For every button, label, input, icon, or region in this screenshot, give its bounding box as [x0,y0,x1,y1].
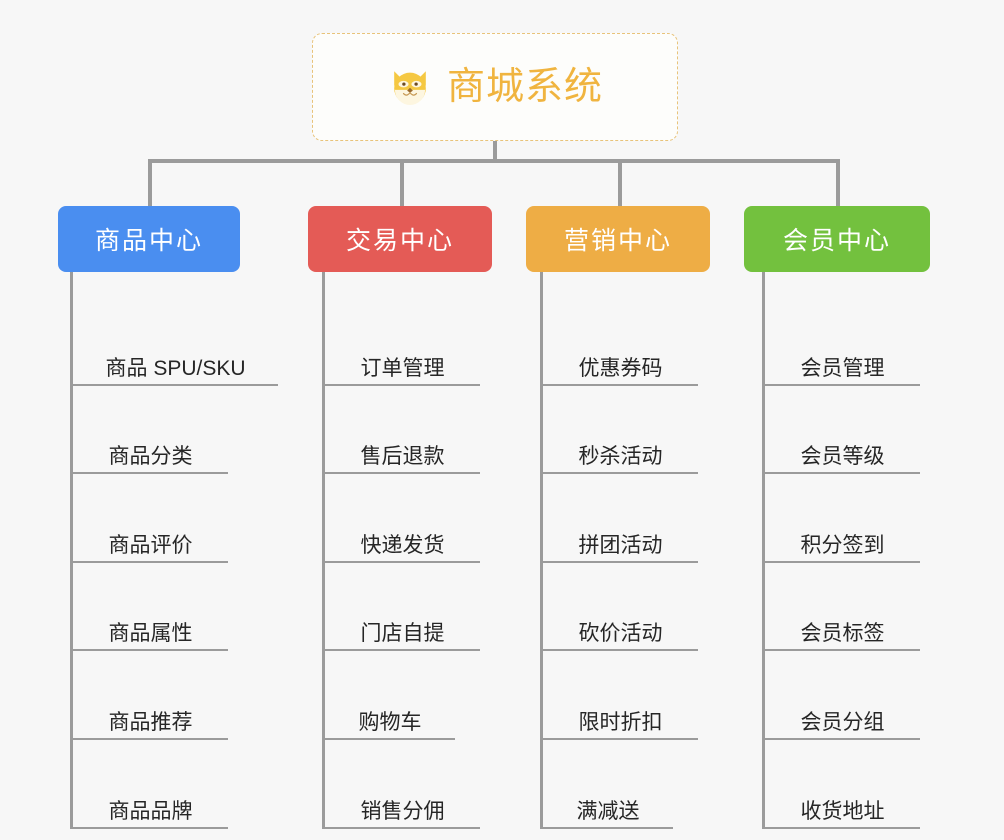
leaf-label: 拼团活动 [578,533,663,557]
leaf-item[interactable]: 拼团活动 [543,511,698,563]
branch-column-3: 优惠券码 秒杀活动 拼团活动 砍价活动 限时折扣 满减送 [540,272,700,829]
leaf-item[interactable]: 会员分组 [765,688,920,740]
leaf-item[interactable]: 商品属性 [73,599,228,651]
branch-label: 营销中心 [563,227,672,255]
leaf-label: 商品品牌 [108,799,193,823]
leaf-item[interactable]: 限时折扣 [543,688,698,740]
leaf-item[interactable]: 砍价活动 [543,599,698,651]
leaf-label: 商品属性 [108,621,193,645]
leaf-item[interactable]: 积分签到 [765,511,920,563]
leaf-item[interactable]: 销售分佣 [325,777,480,829]
leaf-item[interactable]: 商品评价 [73,511,228,563]
leaf-item[interactable]: 售后退款 [325,422,480,474]
leaf-label: 门店自提 [360,621,445,645]
leaf-item[interactable]: 会员等级 [765,422,920,474]
leaf-label: 商品 SPU/SKU [105,356,246,380]
leaf-item[interactable]: 商品分类 [73,422,228,474]
branch-column-2: 订单管理 售后退款 快递发货 门店自提 购物车 销售分佣 [322,272,482,829]
column-spine [540,272,543,829]
leaf-label: 积分签到 [800,533,885,557]
leaf-label: 购物车 [358,710,422,734]
leaf-label: 订单管理 [360,356,445,380]
branch-header-2[interactable]: 交易中心 [308,206,492,272]
leaf-label: 销售分佣 [360,799,445,823]
branch-column-4: 会员管理 会员等级 积分签到 会员标签 会员分组 收货地址 [762,272,922,829]
leaf-label: 快递发货 [360,533,445,557]
leaf-label: 会员等级 [800,444,885,468]
leaf-item[interactable]: 门店自提 [325,599,480,651]
connector-drop-3 [618,159,622,207]
leaf-label: 砍价活动 [578,621,663,645]
leaf-label: 会员管理 [800,356,885,380]
branch-header-1[interactable]: 商品中心 [58,206,240,272]
leaf-label: 优惠券码 [578,356,663,380]
leaf-label: 秒杀活动 [578,444,663,468]
column-spine [762,272,765,829]
branch-label: 会员中心 [782,227,891,255]
column-spine [322,272,325,829]
branch-label: 商品中心 [94,227,203,255]
leaf-item[interactable]: 商品品牌 [73,777,228,829]
connector-drop-2 [400,159,404,207]
connector-root-stem [493,141,497,163]
leaf-item[interactable]: 会员管理 [765,334,920,386]
leaf-item[interactable]: 快递发货 [325,511,480,563]
leaf-label: 满减送 [576,799,640,823]
leaf-label: 会员分组 [800,710,885,734]
root-node[interactable]: 商城系统 [312,33,678,141]
leaf-label: 收货地址 [800,799,885,823]
leaf-item[interactable]: 会员标签 [765,599,920,651]
leaf-label: 限时折扣 [578,710,663,734]
leaf-item[interactable]: 优惠券码 [543,334,698,386]
leaf-item[interactable]: 收货地址 [765,777,920,829]
leaf-item[interactable]: 订单管理 [325,334,480,386]
branch-column-1: 商品 SPU/SKU 商品分类 商品评价 商品属性 商品推荐 商品品牌 [70,272,280,829]
leaf-label: 商品评价 [108,533,193,557]
root-title: 商城系统 [446,66,603,108]
connector-bus [148,159,840,163]
leaf-label: 会员标签 [800,621,885,645]
shiba-dog-face-icon [394,71,426,105]
leaf-item[interactable]: 满减送 [543,777,673,829]
leaf-item[interactable]: 商品 SPU/SKU [73,334,278,386]
leaf-label: 商品分类 [108,444,193,468]
connector-drop-4 [836,159,840,207]
connector-drop-1 [148,159,152,207]
branch-header-3[interactable]: 营销中心 [526,206,710,272]
leaf-item[interactable]: 购物车 [325,688,455,740]
leaf-item[interactable]: 秒杀活动 [543,422,698,474]
branch-label: 交易中心 [345,227,454,255]
leaf-label: 商品推荐 [108,710,193,734]
leaf-item[interactable]: 商品推荐 [73,688,228,740]
branch-header-4[interactable]: 会员中心 [744,206,930,272]
column-spine [70,272,73,829]
leaf-label: 售后退款 [360,444,445,468]
